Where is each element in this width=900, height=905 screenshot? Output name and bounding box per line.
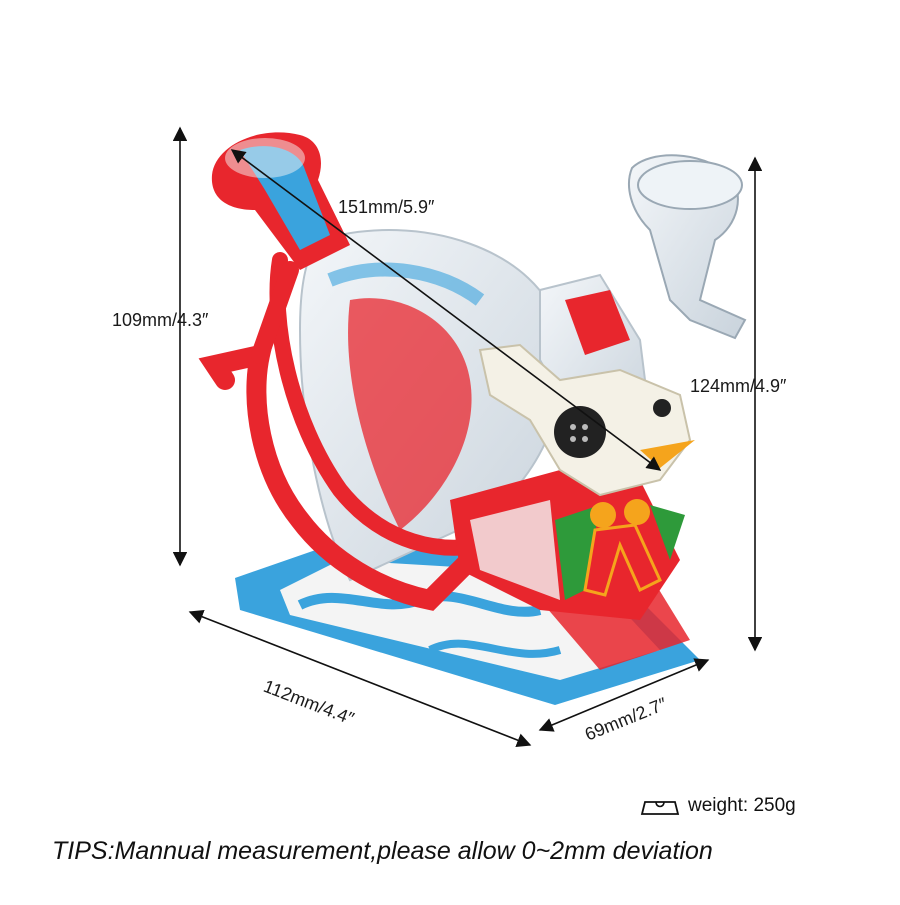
width-arrow xyxy=(188,610,532,747)
diagonal-measurement-label: 151mm/5.9″ xyxy=(338,197,435,217)
diagonal-arrow xyxy=(230,149,662,471)
depth-arrow xyxy=(538,658,710,732)
measurement-arrows xyxy=(172,126,763,747)
bow-decoration xyxy=(555,499,685,600)
tips-note: TIPS:Mannual measurement,please allow 0~… xyxy=(52,837,713,865)
weight-info: weight: 250g xyxy=(640,795,796,817)
glass-bowl xyxy=(628,154,747,340)
weight-label: weight: 250g xyxy=(688,795,796,816)
height-right-measurement-label: 124mm/4.9″ xyxy=(690,376,787,396)
scale-icon xyxy=(640,801,680,815)
mouthpiece xyxy=(211,132,350,270)
height-left-measurement-label: 109mm/4.3″ xyxy=(112,310,209,330)
